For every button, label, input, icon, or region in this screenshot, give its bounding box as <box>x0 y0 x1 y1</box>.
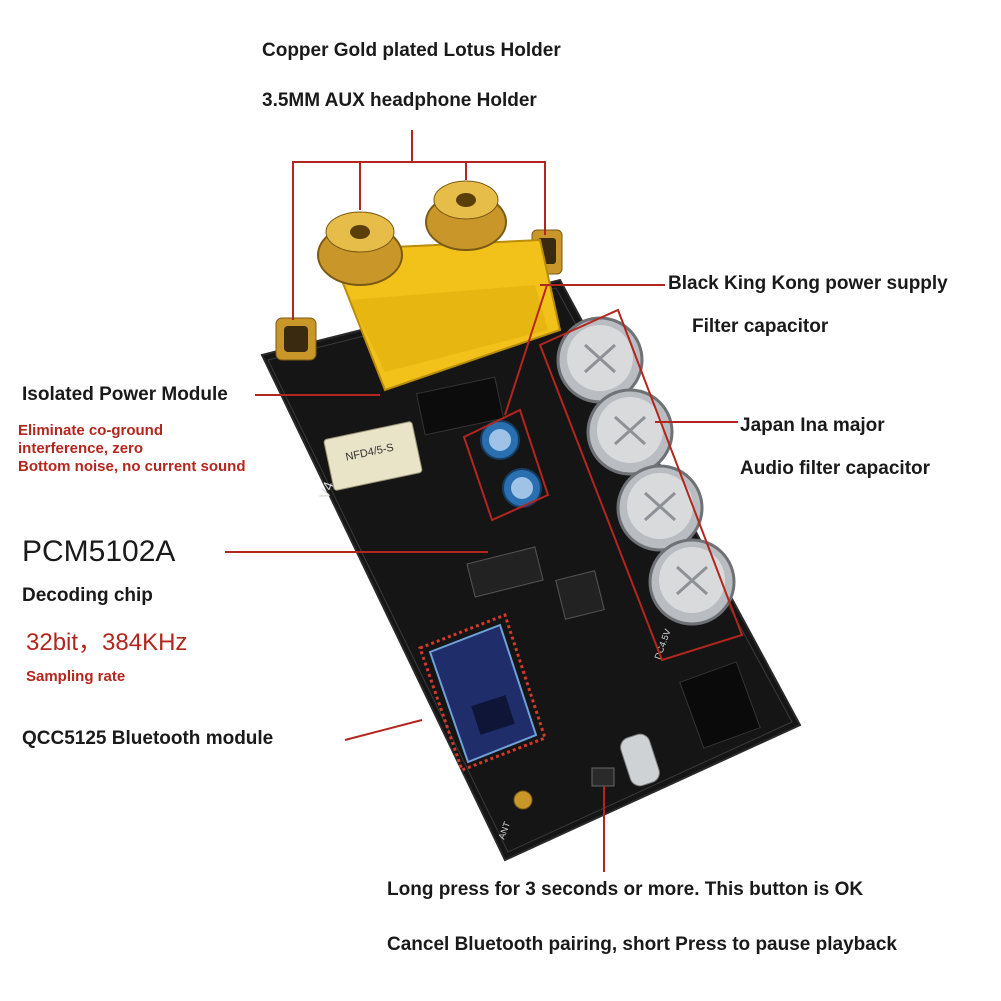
aux-jack-left <box>275 317 317 361</box>
dc-jack <box>679 661 761 749</box>
rca-connector-left <box>317 211 403 286</box>
chip-desc-label: Decoding chip <box>22 585 153 606</box>
rca-connector-right <box>425 180 507 251</box>
button-note-2: Cancel Bluetooth pairing, short Press to… <box>387 934 897 955</box>
antenna-connector <box>513 790 533 810</box>
chip-name-label: PCM5102A <box>22 535 176 568</box>
isolated-power-label: Isolated Power Module <box>22 384 228 405</box>
audio-cap-label-1: Japan Ina major <box>740 415 885 436</box>
power-cap-label-2: Filter capacitor <box>692 316 829 337</box>
chip-rate-label: Sampling rate <box>26 668 126 685</box>
isolated-note-3: Bottom noise, no current sound <box>18 458 246 475</box>
lotus-holder-label: Copper Gold plated Lotus Holder <box>262 40 561 61</box>
small-capacitors <box>480 420 542 508</box>
audio-cap-label-2: Audio filter capacitor <box>740 458 931 479</box>
relay-module: NFD4/5-S <box>323 421 423 491</box>
annotation-lines <box>225 130 744 872</box>
isolated-note-1: Eliminate co-ground <box>18 422 164 439</box>
audio-capacitors <box>556 316 736 626</box>
usb-c-port <box>620 733 660 787</box>
bt-module-label: QCC5125 Bluetooth module <box>22 728 274 749</box>
chip-spec-label: 32bit，384KHz <box>26 629 188 656</box>
aux-holder-label: 3.5MM AUX headphone Holder <box>262 90 537 111</box>
power-cap-label-1: Black King Kong power supply <box>668 273 948 294</box>
power-module-box <box>415 376 505 436</box>
button-note-1: Long press for 3 seconds or more. This b… <box>387 879 864 900</box>
pair-button <box>591 767 615 787</box>
bluetooth-module <box>418 613 547 772</box>
isolated-note-2: interference, zero <box>18 440 144 457</box>
decoder-chip <box>466 546 544 598</box>
regulator <box>555 570 605 620</box>
version-mark: V4 <box>316 479 337 501</box>
